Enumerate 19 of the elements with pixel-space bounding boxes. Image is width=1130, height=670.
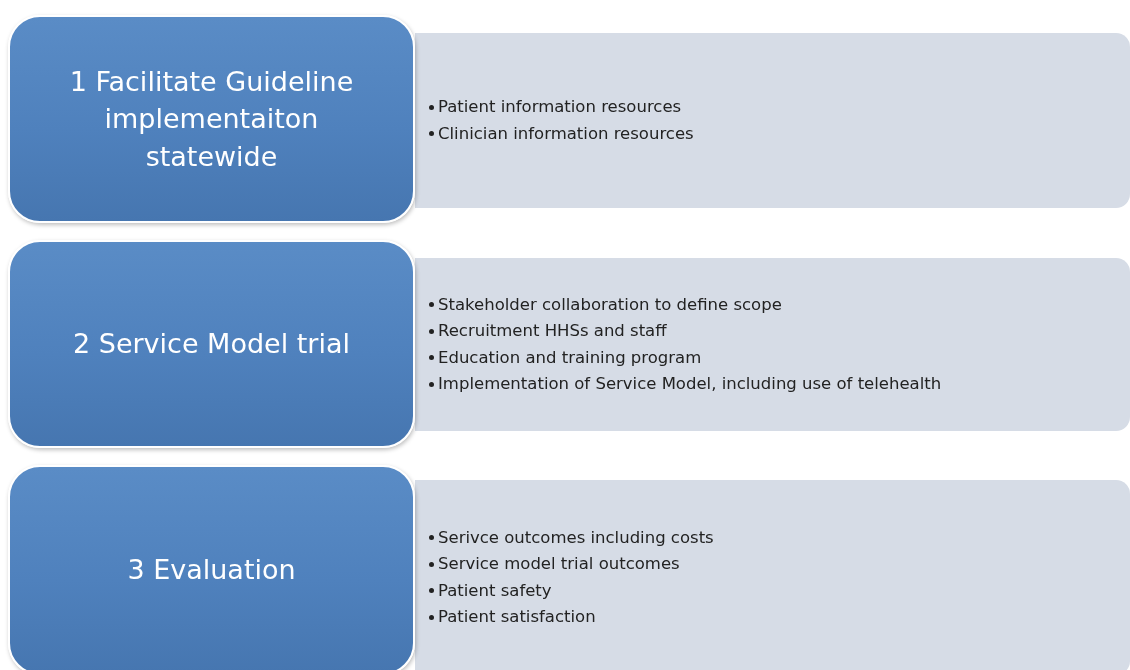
bullet-text: Patient information resources xyxy=(438,96,682,119)
bullet-text: Patient safety xyxy=(438,579,552,602)
step-title: 3 Evaluation xyxy=(127,553,296,588)
bullet-text: Patient satisfaction xyxy=(438,605,596,628)
step-box xyxy=(8,465,415,670)
step-box xyxy=(8,15,415,223)
bullet-text: Service model trial outcomes xyxy=(438,553,680,576)
bullet-text: Education and training program xyxy=(438,346,702,369)
bullet-text: Serivce outcomes including costs xyxy=(438,526,714,549)
bullet-text: Clinician information resources xyxy=(438,122,694,145)
step-title: 1 Facilitate Guideline implementaiton statewide xyxy=(68,65,355,174)
bullet-text: Implementation of Service Model, including use of telehealth xyxy=(438,372,942,395)
content-panel xyxy=(415,33,1130,208)
content-panel xyxy=(415,480,1130,670)
content-panel xyxy=(415,258,1130,431)
bullet-text: Recruitment HHSs and staff xyxy=(438,320,667,343)
bullet-text: Stakeholder collaboration to define scope xyxy=(438,293,782,316)
step-title: 2 Service Model trial xyxy=(73,327,350,362)
step-box xyxy=(8,240,415,448)
